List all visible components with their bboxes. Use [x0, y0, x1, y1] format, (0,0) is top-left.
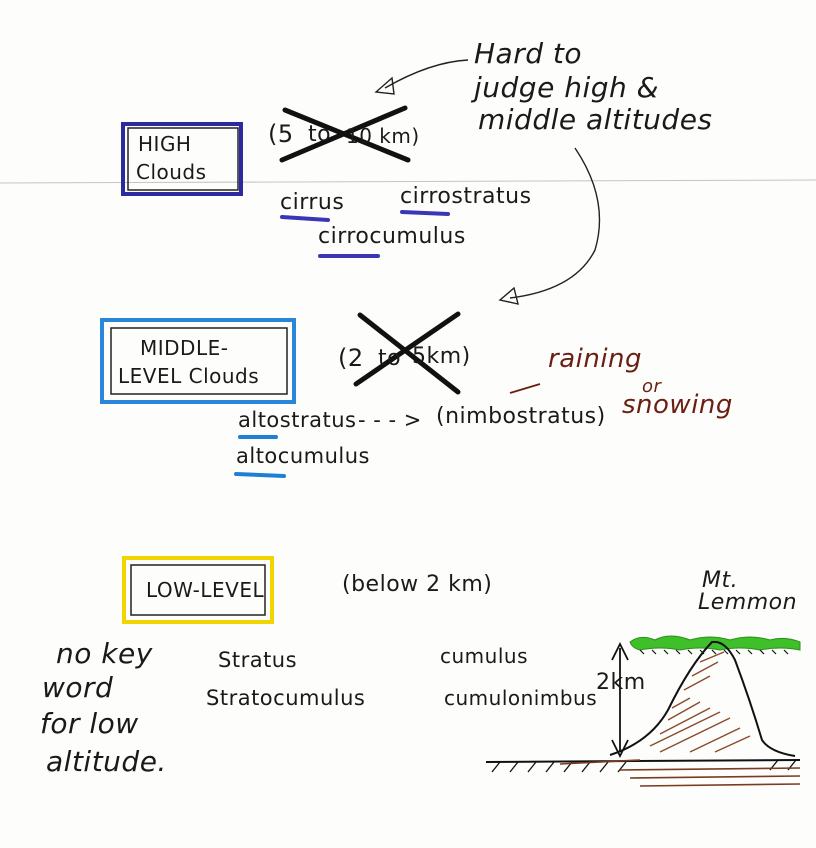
low-range: (below 2 km) — [342, 572, 493, 597]
middle-box-outer — [100, 318, 296, 404]
high-box-label-1: HIGH — [138, 132, 192, 156]
ground-line — [485, 759, 801, 763]
note-line-4: altitude. — [46, 745, 167, 778]
cloud-cirrocumulus: cirrocumulus — [318, 224, 466, 249]
note-line-1: no key — [56, 637, 153, 670]
or-label: or — [642, 376, 662, 397]
cloud-cumulus: cumulus — [440, 644, 528, 668]
raining-dash — [509, 383, 541, 394]
mountain-name-line-1: Mt. — [702, 568, 739, 593]
snowing-label: snowing — [622, 390, 733, 420]
cirrostratus-underline — [400, 210, 450, 216]
middle-box-label-1: MIDDLE- — [140, 336, 229, 360]
mountain-outline — [609, 640, 796, 757]
mountain-trees — [629, 635, 801, 651]
middle-box-inner — [110, 327, 288, 395]
annotation-arrow-high — [384, 59, 469, 89]
cirrus-underline — [280, 215, 330, 222]
middle-range-mid: to — [378, 346, 402, 371]
high-box-label-2: Clouds — [136, 160, 207, 184]
height-arrow-bottom-icon — [611, 739, 629, 759]
mountain-height-label: 2km — [596, 670, 646, 695]
middle-cross-1 — [357, 312, 461, 395]
high-box-inner — [127, 127, 239, 191]
height-arrow-top-icon — [611, 641, 629, 661]
annotation-arrowhead-high-icon — [374, 76, 395, 95]
annotation-line-3: middle altitudes — [478, 103, 713, 136]
annotation-line-2: judge high & — [474, 71, 659, 104]
middle-range-right: 5km) — [412, 344, 471, 369]
low-box-inner — [130, 564, 266, 616]
high-range-left: (5 — [268, 120, 294, 148]
cloud-cirrostratus: cirrostratus — [400, 184, 532, 209]
cloud-cumulonimbus: cumulonimbus — [444, 686, 598, 710]
note-line-3: for low — [40, 707, 139, 740]
note-line-2: word — [42, 671, 114, 704]
annotation-arrow-middle — [509, 147, 601, 299]
ground-brown — [559, 759, 801, 787]
cloud-arrow: - - - > — [358, 408, 422, 432]
cloud-stratus: Stratus — [218, 648, 298, 672]
high-range-right: 10 km) — [346, 124, 420, 148]
middle-cross-2 — [353, 311, 461, 387]
scan-line — [0, 179, 816, 184]
cloud-altostratus: altostratus — [238, 408, 357, 432]
mountain-name-line-2: Lemmon — [698, 590, 798, 615]
high-range-mid: to — [308, 122, 332, 147]
cloud-altocumulus: altocumulus — [236, 444, 370, 468]
cloud-cirrus: cirrus — [280, 190, 345, 215]
annotation-arrowhead-middle-icon — [498, 286, 519, 305]
mountain-hatching — [649, 651, 751, 753]
low-box-label: LOW-LEVEL — [146, 578, 265, 602]
raining-label: raining — [548, 344, 643, 374]
middle-box-label-2: LEVEL Clouds — [118, 364, 260, 388]
high-cross-2 — [279, 105, 408, 163]
middle-range-left: (2 — [338, 344, 364, 372]
tree-scribble — [639, 649, 789, 655]
cloud-stratocumulus: Stratocumulus — [206, 686, 366, 710]
ground-hatching — [491, 759, 797, 773]
low-box-outer — [122, 556, 274, 624]
altocumulus-underline — [234, 472, 286, 478]
cloud-nimbostratus: (nimbostratus) — [436, 404, 606, 429]
high-box-outer — [121, 122, 243, 196]
annotation-line-1: Hard to — [474, 37, 583, 70]
